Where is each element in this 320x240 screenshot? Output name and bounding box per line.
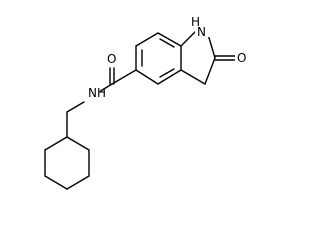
lactam-oxygen-label-bg	[235, 50, 248, 63]
amide-nitrogen-label: N	[88, 86, 97, 100]
cyclohexane-bond	[44, 136, 68, 151]
cyclohexane-bond	[66, 175, 90, 190]
cyclohexane-bond	[44, 175, 68, 190]
lactam-nitrogen-label-bg	[195, 22, 210, 37]
aromatic-inner-bond	[159, 68, 175, 78]
atom-label-layer: N H H N O O	[85, 15, 248, 100]
carbonyl-aryl-bond	[111, 69, 137, 85]
lactam-ring-bond	[180, 30, 197, 47]
structure-canvas: N H H N O O	[44, 15, 248, 190]
cyclohexane-bond	[66, 136, 90, 151]
amide-oxygen-label-bg	[106, 53, 119, 66]
aromatic-ring-bond	[157, 32, 182, 47]
amide-oxygen-label: O	[107, 52, 116, 66]
aromatic-ring-bond	[135, 69, 159, 85]
lactam-nitrogen-label: N	[197, 25, 206, 39]
aromatic-ring-bond	[157, 69, 182, 85]
aromatic-inner-bond	[159, 38, 175, 48]
lactam-ring-bond	[204, 57, 216, 85]
lactam-oxygen-label: O	[237, 51, 246, 65]
methylene-amide-n-bond	[66, 101, 85, 113]
amide-hydrogen-label: H	[97, 86, 106, 100]
molecule-diagram: N H H N O O	[44, 15, 248, 190]
aromatic-ring-bond	[135, 32, 159, 47]
bond-layer	[44, 30, 237, 190]
lactam-ring-bond	[180, 69, 206, 85]
amide-nitrogen-label-bg	[85, 85, 100, 100]
lactam-hydrogen-label: H	[191, 15, 200, 29]
amide-n-carbonyl-bond	[98, 83, 113, 93]
